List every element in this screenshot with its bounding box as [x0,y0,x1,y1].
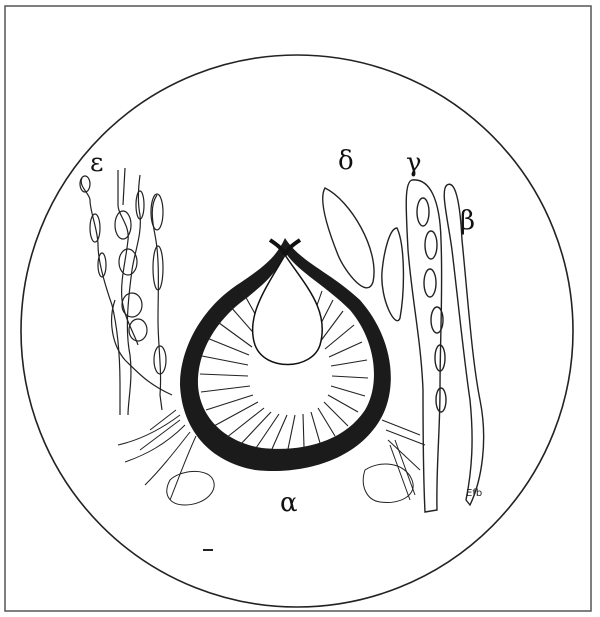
label-epsilon: ε [90,150,103,176]
basal-hyphae-right [363,420,425,503]
label-gamma: γ [406,150,422,176]
artist-signature: Efb [466,488,482,499]
paraphyses-epsilon [80,168,172,415]
label-beta: β [460,208,475,234]
label-delta: δ [338,148,354,174]
label-alpha: α [280,490,298,516]
